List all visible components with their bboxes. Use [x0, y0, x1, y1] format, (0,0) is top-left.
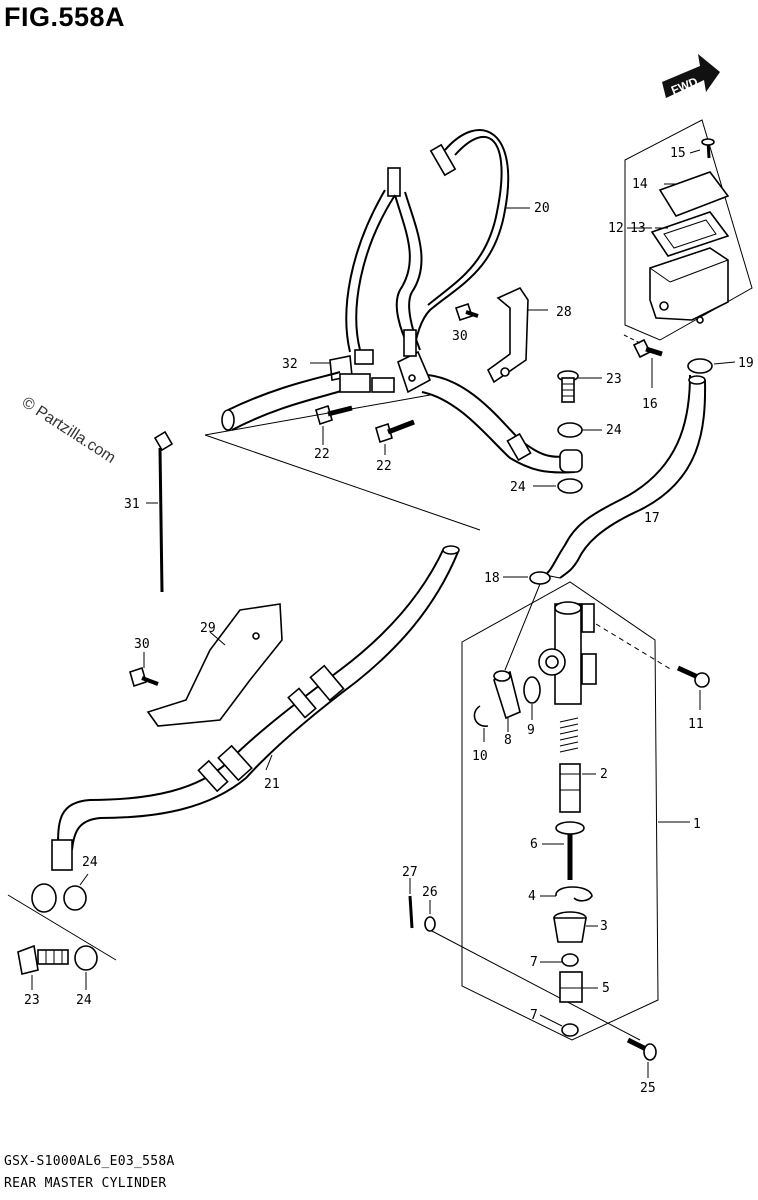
- callout-7-upper: 7: [530, 955, 538, 970]
- callout-13: 13: [630, 221, 646, 236]
- callout-32: 32: [282, 357, 298, 372]
- callout-20: 20: [534, 201, 550, 216]
- part-7-nut-lower: [561, 1023, 579, 1037]
- part-25-clevis-pin: [626, 1037, 657, 1078]
- callout-10: 10: [472, 749, 488, 764]
- callout-8: 8: [504, 733, 512, 748]
- part-9-o-ring: [523, 676, 541, 704]
- part-17-reservoir-hose: [544, 374, 691, 576]
- part-16-bolt: [632, 338, 663, 388]
- callout-7-lower: 7: [530, 1008, 538, 1023]
- callout-24-bottom: 24: [76, 993, 92, 1008]
- part-4-circlip: [555, 886, 593, 902]
- callout-28: 28: [556, 305, 572, 320]
- callout-27: 27: [402, 865, 418, 880]
- callout-24-upper: 24: [606, 423, 622, 438]
- model-code: GSX-S1000AL6_E03_558A: [4, 1154, 175, 1169]
- callout-14: 14: [632, 177, 648, 192]
- callout-30-lower: 30: [134, 637, 150, 652]
- part-15-screw: [701, 138, 715, 159]
- part-21-brake-hose: [57, 547, 445, 846]
- figure-title: FIG.558A: [4, 2, 126, 32]
- part-11-screw: [676, 665, 710, 710]
- callout-22-right: 22: [376, 459, 392, 474]
- part-30-bolt-lower: [129, 652, 159, 688]
- part-27-cotter-pin: [408, 878, 414, 929]
- part-22-bolt-left: [315, 404, 353, 445]
- diagram-subtitle: REAR MASTER CYLINDER: [4, 1176, 167, 1191]
- part-31-cable-tie: [146, 430, 174, 593]
- part-10-circlip: [473, 705, 489, 727]
- part-12-reservoir: [649, 247, 729, 324]
- part-28-bracket: [486, 286, 548, 384]
- part-24-washer-lower: [557, 478, 583, 494]
- part-19-clamp: [687, 358, 736, 374]
- part-13-diaphragm: [650, 211, 730, 257]
- callout-31: 31: [124, 497, 140, 512]
- callout-12: 12: [608, 221, 624, 236]
- part-23-banjo-bolt: [557, 370, 579, 403]
- callout-29: 29: [200, 621, 216, 636]
- callout-2: 2: [600, 767, 608, 782]
- callout-24-middle: 24: [510, 480, 526, 495]
- part-5-clevis: [559, 971, 598, 1003]
- callout-25: 25: [640, 1081, 656, 1096]
- callout-26: 26: [422, 885, 438, 900]
- part-2-piston-spring: [559, 717, 596, 813]
- callout-23-lower: 23: [24, 993, 40, 1008]
- callout-11: 11: [688, 717, 704, 732]
- part-23-banjo-bolt-lower: [17, 944, 69, 975]
- brake-hose-joint: [397, 329, 432, 394]
- part-14-cap: [658, 171, 730, 217]
- callout-15: 15: [670, 146, 686, 161]
- part-26-washer: [424, 916, 436, 932]
- callout-24-left: 24: [82, 855, 98, 870]
- part-20-brake-hose: [394, 194, 411, 351]
- callout-6: 6: [530, 837, 538, 852]
- part-30-bolt-upper: [454, 302, 479, 322]
- callout-19: 19: [738, 356, 754, 371]
- part-1-master-cylinder-body: [538, 601, 597, 705]
- callout-18: 18: [484, 571, 500, 586]
- callout-9: 9: [527, 723, 535, 738]
- part-29-bracket: [146, 603, 283, 727]
- part-3-boot: [553, 911, 598, 943]
- callout-30-upper: 30: [452, 329, 468, 344]
- reservoir-group-outline: [624, 119, 753, 341]
- part-24-washer-left-b: [74, 945, 98, 971]
- fwd-arrow-icon: FWD: [662, 54, 720, 98]
- callout-22-left: 22: [314, 447, 330, 462]
- master-cylinder-group-outline: [461, 581, 659, 1041]
- callout-3: 3: [600, 919, 608, 934]
- part-24-washer-left-a: [63, 885, 87, 911]
- callout-5: 5: [602, 981, 610, 996]
- part-18-clamp: [503, 571, 551, 671]
- part-6-push-rod: [542, 821, 585, 880]
- callout-1: 1: [693, 817, 701, 832]
- callout-17: 17: [644, 511, 660, 526]
- part-22-bolt-right: [375, 419, 415, 455]
- callout-21: 21: [264, 777, 280, 792]
- callout-4: 4: [528, 889, 536, 904]
- part-24-washer-upper: [557, 422, 583, 438]
- callout-23-upper: 23: [606, 372, 622, 387]
- callout-16: 16: [642, 397, 658, 412]
- part-7-nut-upper: [561, 953, 579, 967]
- part-8-hose-fitting: [493, 670, 521, 732]
